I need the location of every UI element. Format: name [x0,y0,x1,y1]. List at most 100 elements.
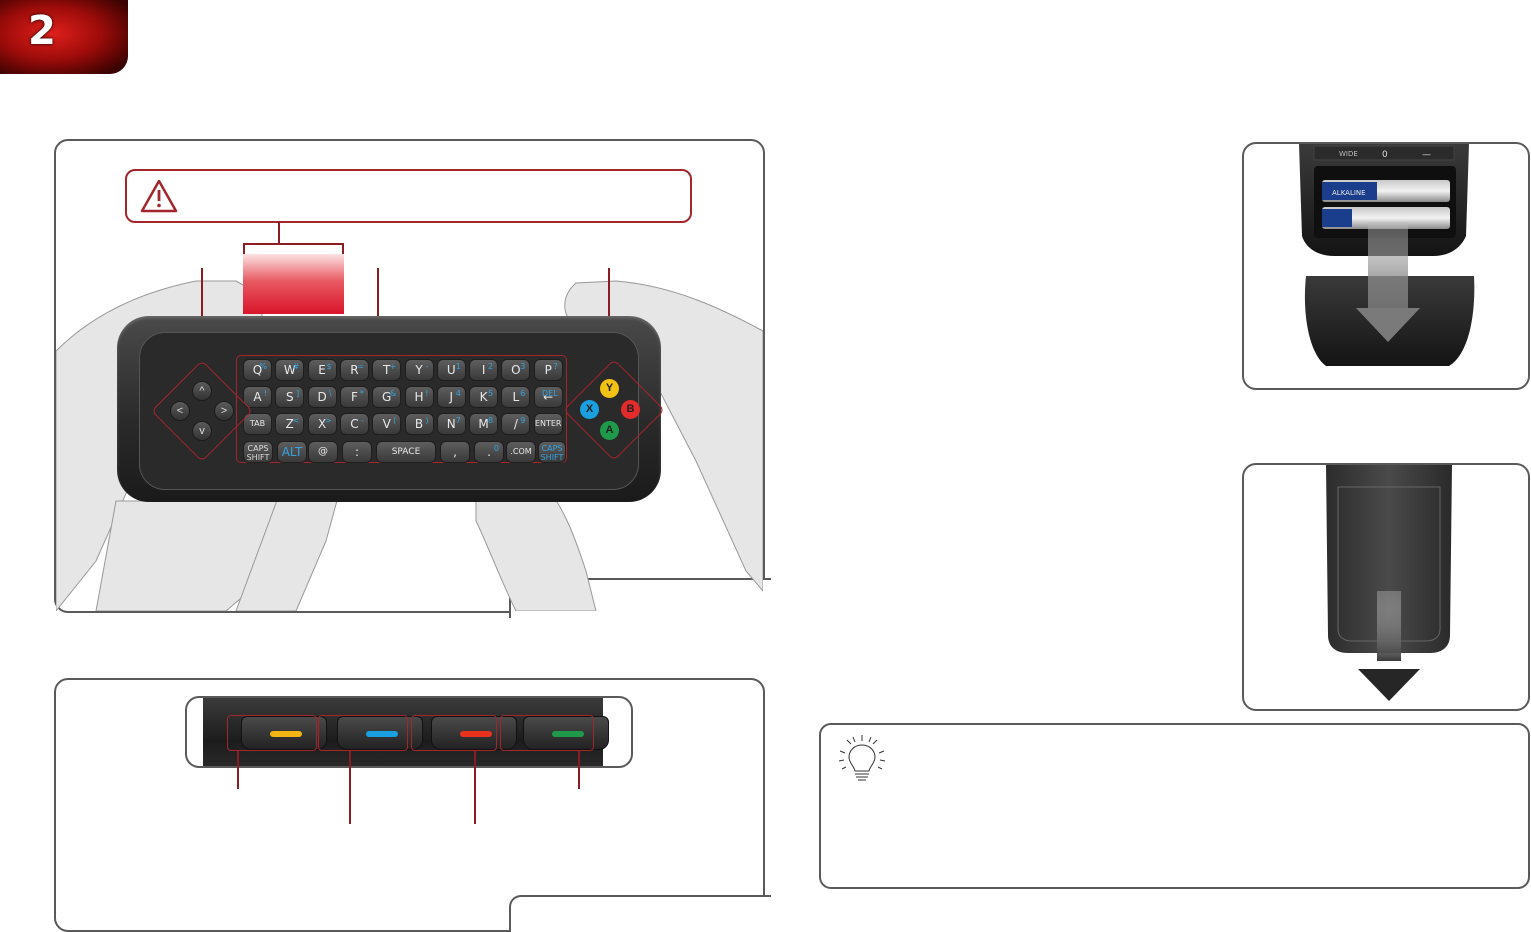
blue-key[interactable] [337,716,423,750]
key-label: F [350,390,358,404]
key-c[interactable]: C- [339,413,369,435]
x-button[interactable]: X [580,400,599,419]
key-q[interactable]: Q% [243,359,272,381]
key-label: O [511,363,521,377]
zero-label: 0 [493,444,499,453]
key-label: Y [415,363,423,377]
blue-key-leader [349,751,351,824]
warning-callout [125,169,692,223]
key-enter[interactable]: ENTER [533,413,563,435]
key-label: TAB [249,419,266,428]
caps-shift-right-key[interactable]: CAPS SHIFT [538,441,566,463]
panel-notch-2 [509,895,771,932]
key-r[interactable]: R= [339,359,369,381]
key-label: Z [285,417,294,431]
battery-cover-photo [1242,463,1530,711]
chapter-badge: 2 [0,0,128,74]
yellow-key-bar [270,731,302,737]
key-g[interactable]: G& [372,386,402,408]
key-del[interactable]: ←DEL [533,386,563,408]
battery-compartment-photo: WIDE 0 — ALKALINE [1242,142,1530,390]
tip-callout [819,723,1530,889]
key-label: S [285,390,294,404]
key-h[interactable]: H! [404,386,434,408]
at-key[interactable]: @ [308,441,338,463]
comma-key[interactable]: , [440,441,470,463]
key-label: G [382,390,392,404]
key-label: N [446,417,456,431]
key-secondary-label: - [425,362,429,371]
key-label: H [414,390,424,404]
key-w[interactable]: W# [275,359,305,381]
zero-key[interactable]: .0 [474,441,504,463]
remote-top-edge [203,698,609,766]
dpad-down-button[interactable]: v [192,421,212,441]
key-secondary-label: > [324,416,332,425]
dpad-up-button[interactable]: ^ [192,381,212,401]
b-button[interactable]: B [621,400,640,419]
key-secondary-label: 3 [520,362,526,371]
a-button[interactable]: A [600,421,619,440]
dpad-left-button[interactable]: < [170,401,190,421]
key-p[interactable]: P? [533,359,563,381]
key-e[interactable]: E$ [307,359,337,381]
key-secondary-label: ] [296,389,300,398]
key-secondary-label: ? [553,362,558,371]
red-key-highlight [411,715,497,751]
yellow-key-highlight [227,715,317,751]
ir-emitter-glow [243,254,344,314]
key-d[interactable]: D\ [307,386,337,408]
key-secondary-label: * [359,389,364,398]
key-y[interactable]: Y- [404,359,434,381]
key-f[interactable]: F* [339,386,369,408]
key-label: B [414,417,424,431]
key-t[interactable]: T+ [372,359,402,381]
key-z[interactable]: Z< [275,413,305,435]
dash-button-label: — [1422,150,1431,160]
key-label: M [478,417,489,431]
key-secondary-label: # [292,362,300,371]
key-slash[interactable]: /9 [501,413,531,435]
key-v[interactable]: V( [372,413,402,435]
dot-com-key[interactable]: .COM [506,441,536,463]
key-label: / [513,417,518,431]
key-label: Q [252,363,263,377]
space-key[interactable]: SPACE [376,441,436,463]
blue-key-highlight [318,715,408,751]
key-tab[interactable]: TAB [243,413,272,435]
key-a[interactable]: A! [243,386,272,408]
key-label: I [481,363,486,377]
key-secondary-label: ) [425,416,429,425]
caps-shift-left-key[interactable]: CAPS SHIFT [243,441,273,463]
key-s[interactable]: S] [275,386,305,408]
key-b[interactable]: B) [404,413,434,435]
key-secondary-label: & [389,389,397,398]
key-label: U [446,363,456,377]
key-label: V [382,417,391,431]
keyboard-remote [117,316,661,502]
alt-key[interactable]: ALT [277,441,307,463]
green-key[interactable] [523,716,609,750]
key-secondary-label: 4 [455,389,461,398]
key-x[interactable]: X> [307,413,337,435]
yellow-key-leader [237,751,239,789]
key-secondary-label: \ [328,389,332,398]
red-key[interactable] [431,716,517,750]
key-label: D [317,390,327,404]
key-secondary-label: < [292,416,300,425]
colon-key[interactable]: : [342,441,372,463]
dpad-right-button[interactable]: > [214,401,234,421]
key-secondary-label: 6 [520,389,526,398]
y-button[interactable]: Y [600,379,619,398]
lightbulb-icon [838,735,886,781]
yellow-key[interactable] [241,716,327,750]
blue-key-bar [366,731,398,737]
